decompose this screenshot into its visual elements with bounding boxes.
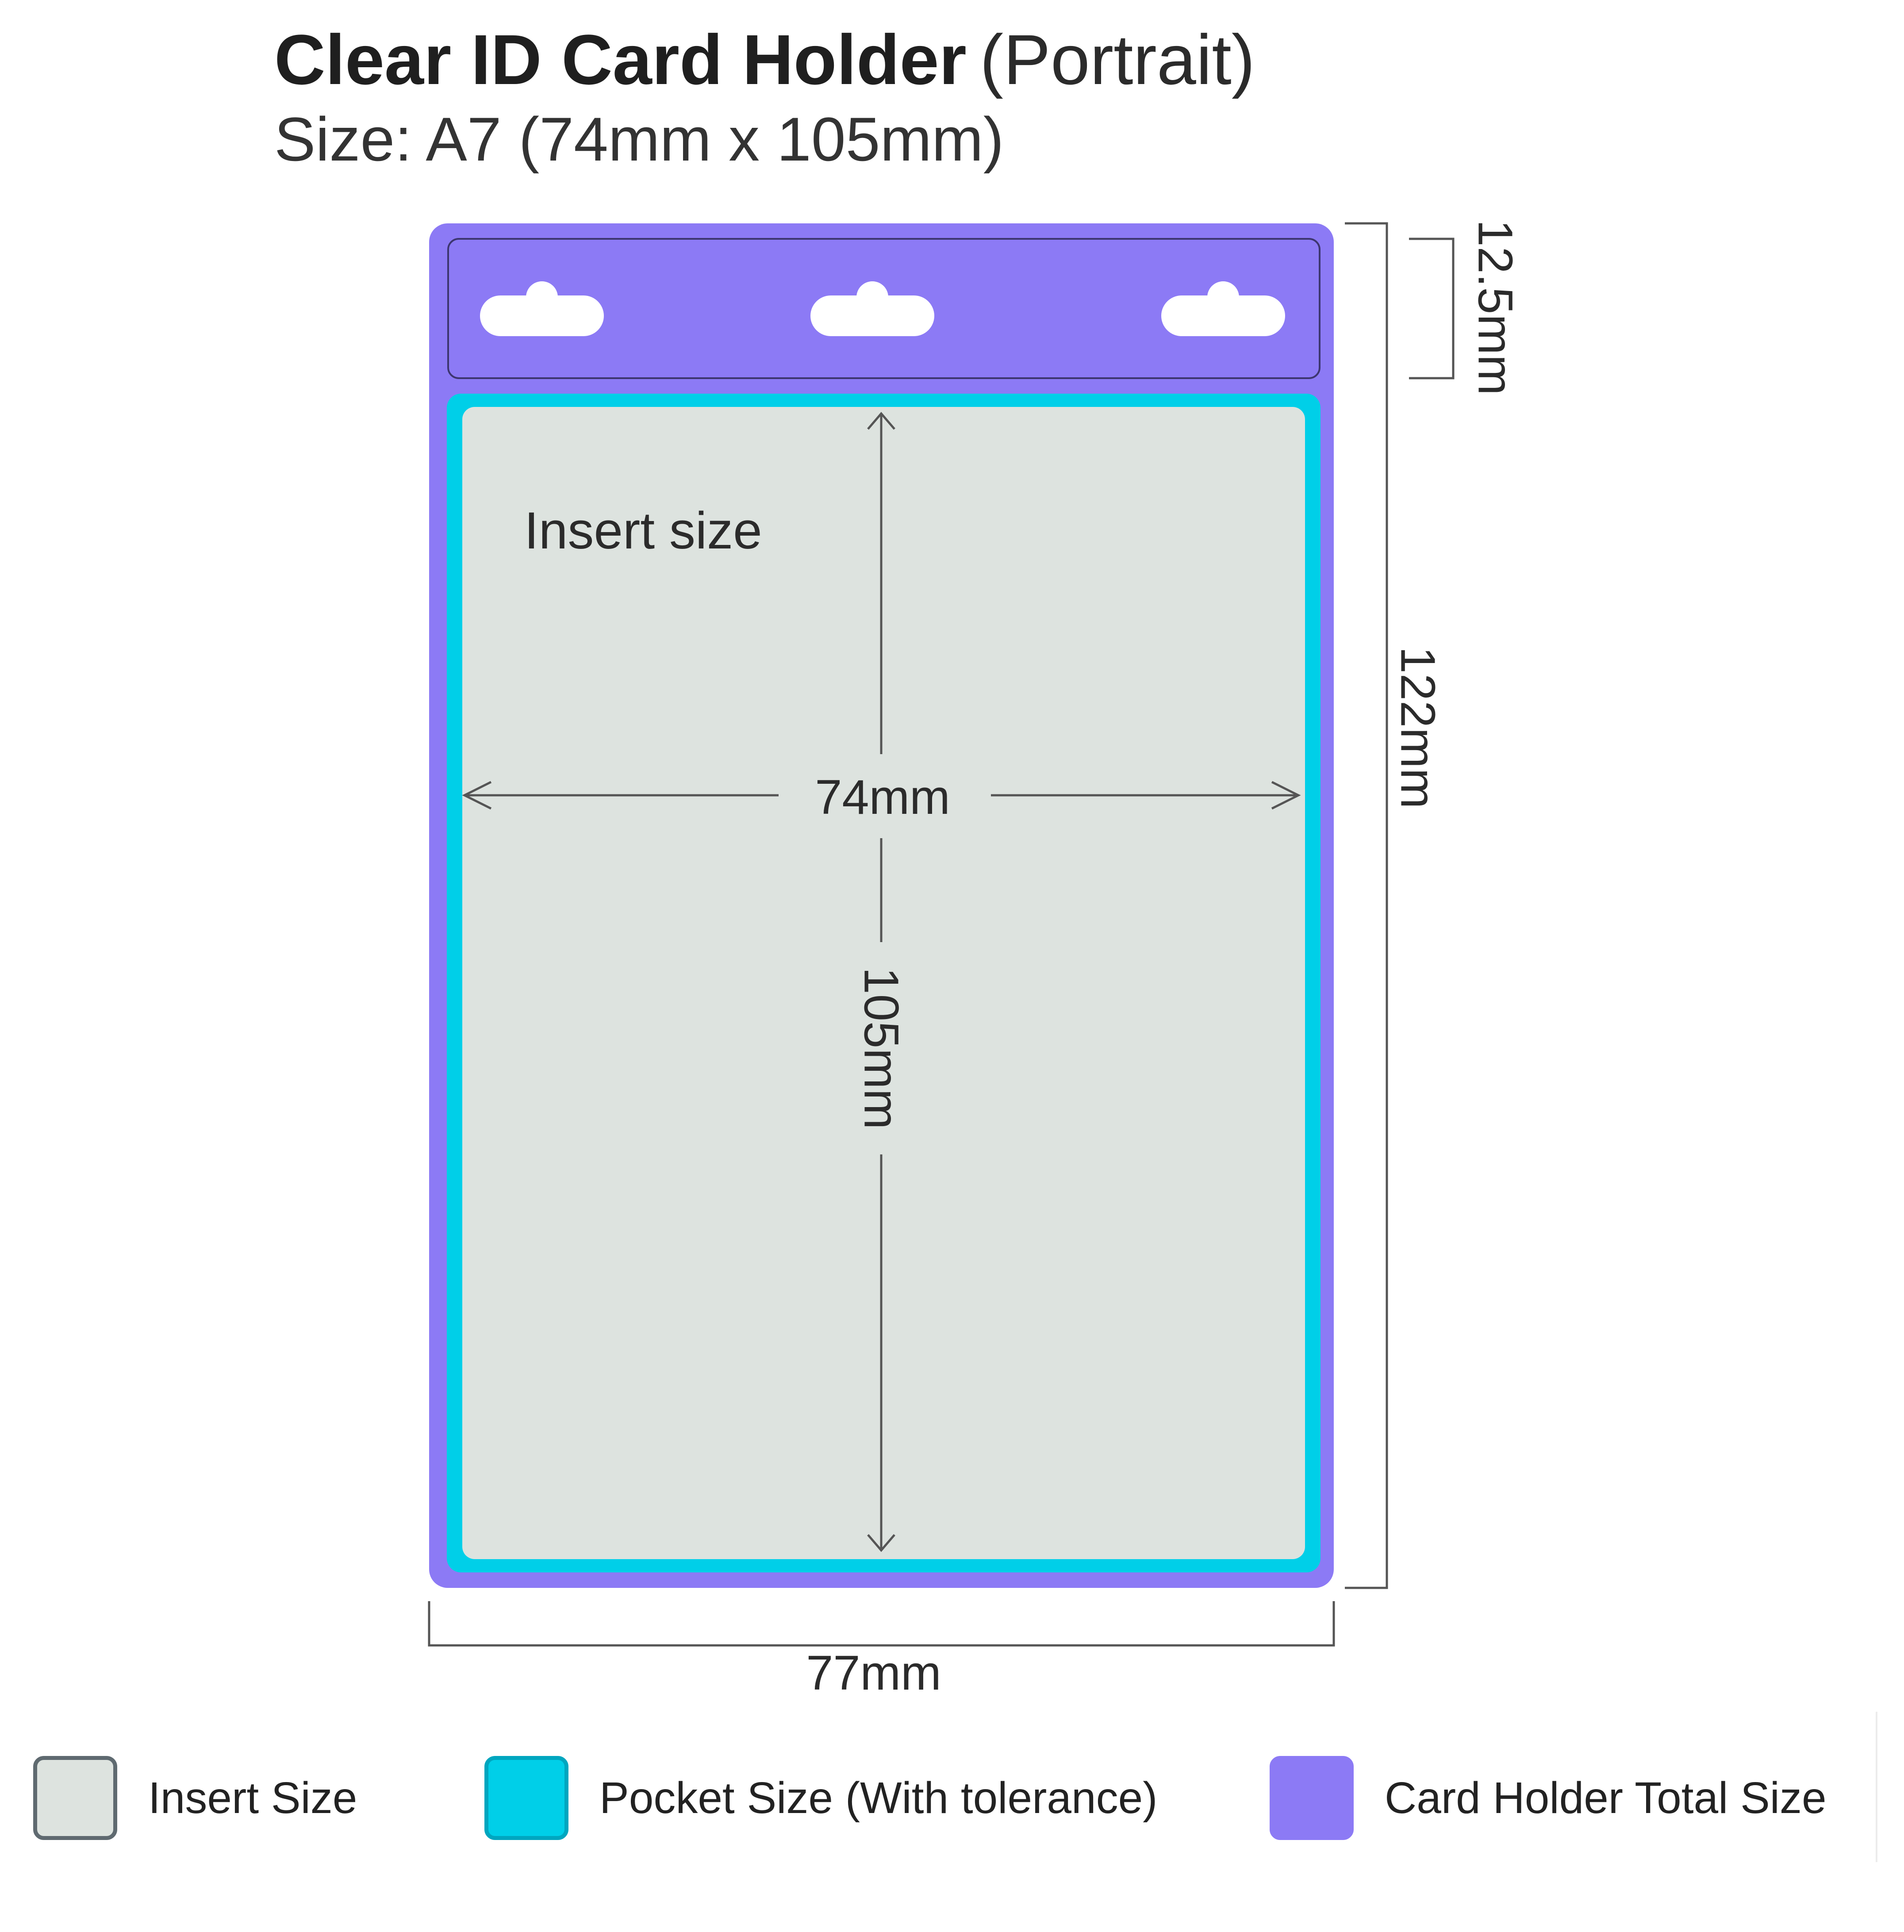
diagram-title: Clear ID Card Holder(Portrait) (274, 18, 1255, 102)
legend-swatch (484, 1756, 568, 1840)
slot-right (1161, 281, 1285, 336)
size-subtitle: Size: A7 (74mm x 105mm) (274, 104, 1004, 174)
insert-label: Insert size (524, 502, 762, 560)
legend-swatch (33, 1756, 117, 1840)
legend: Insert Size Pocket Size (With tolerance) C… (0, 1712, 1877, 1862)
title-main: Clear ID Card Holder (274, 20, 967, 99)
slot-left (480, 281, 604, 336)
legend-label: Pocket Size (With tolerance) (599, 1773, 1158, 1823)
legend-item: Card Holder Total Size (1270, 1754, 1827, 1842)
slot-center (810, 281, 934, 336)
legend-item: Insert Size (33, 1754, 357, 1842)
insert-width-label: 74mm (815, 770, 950, 824)
insert-area (462, 407, 1305, 1559)
legend-label: Card Holder Total Size (1385, 1773, 1827, 1823)
strip-height-label: 12.5mm (1468, 219, 1523, 395)
title-suffix: (Portrait) (979, 20, 1255, 99)
holder-width-label: 77mm (806, 1646, 941, 1700)
insert-height-label: 105mm (854, 967, 909, 1130)
arrow-right-icon (1271, 781, 1301, 810)
legend-label: Insert Size (148, 1773, 357, 1823)
legend-swatch (1270, 1756, 1354, 1840)
legend-item: Pocket Size (With tolerance) (484, 1754, 1158, 1842)
diagram-header: Clear ID Card Holder(Portrait) Size: A7 … (274, 18, 1255, 177)
arrow-up-icon (867, 412, 895, 430)
holder-width-bracket (428, 1601, 1335, 1647)
arrow-down-icon (867, 1534, 895, 1552)
arrow-left-icon (462, 781, 492, 810)
holder-height-bracket (1345, 222, 1388, 1589)
strip-height-bracket (1409, 238, 1455, 380)
holder-height-label: 122mm (1391, 647, 1445, 809)
